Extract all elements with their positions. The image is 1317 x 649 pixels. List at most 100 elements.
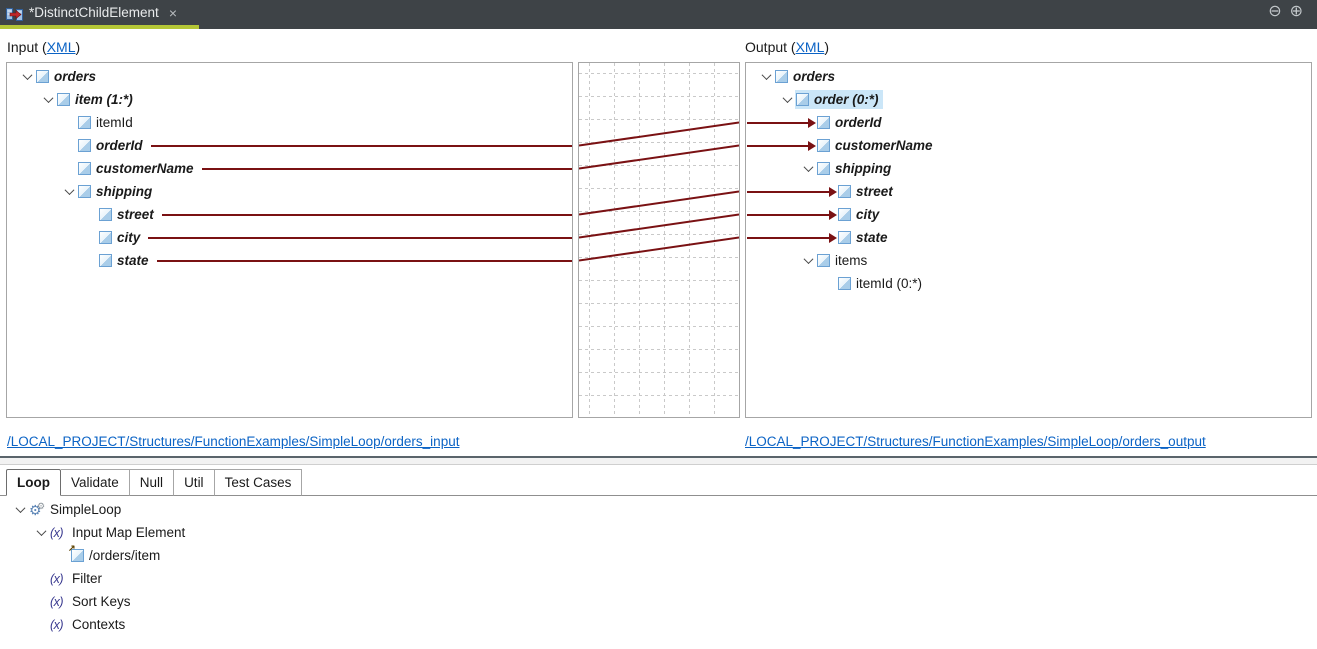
mapping-line[interactable] [156,259,572,262]
tree-item[interactable]: orders [7,65,572,88]
map-file-icon [6,8,23,21]
tree-item[interactable]: itemId (0:*) [746,272,1311,295]
tree-node-content[interactable]: itemId [77,113,137,132]
chevron-down-icon[interactable] [800,254,816,265]
tree-item[interactable]: shipping [746,157,1311,180]
tab-util[interactable]: Util [174,469,215,496]
tree-item[interactable]: street [746,180,1311,203]
tree-node-content[interactable]: street [837,182,897,201]
tree-node-content[interactable]: shipping [77,182,156,201]
mapping-arrow[interactable] [747,232,837,243]
tree-item-label: orderId [96,138,143,153]
output-pane-header: Output (XML) [745,39,829,55]
tree-item-label: street [117,207,154,222]
tree-item[interactable]: item (1:*) [7,88,572,111]
tree-item[interactable]: orderId [746,111,1311,134]
tree-node-content[interactable]: customerName [77,159,198,178]
active-tab-underline [0,25,199,29]
tree-node-content[interactable]: /orders/item [68,543,164,565]
tree-item[interactable]: state [7,249,572,272]
tree-item-label: customerName [835,138,933,153]
tree-node-content[interactable]: orders [35,67,100,86]
tree-item[interactable]: shipping [7,180,572,203]
tree-item[interactable]: itemId [7,111,572,134]
tree-item-label: Contexts [72,617,126,632]
maximize-view-icon[interactable]: ⊕ [1289,3,1311,20]
element-icon [817,254,830,267]
tree-item[interactable]: items [746,249,1311,272]
tree-node-content[interactable]: shipping [816,159,895,178]
chevron-down-icon[interactable] [758,70,774,81]
editor-tab-distinctchildelement[interactable]: *DistinctChildElement × [0,0,199,29]
mapping-arrow[interactable] [747,209,837,220]
element-icon [838,231,851,244]
tree-node-content[interactable]: state [98,251,153,270]
chevron-down-icon[interactable] [40,93,56,104]
tab-null[interactable]: Null [129,469,175,496]
mapping-arrow[interactable] [747,117,816,128]
gears-icon: ⚙ [29,499,47,517]
tree-node-content[interactable]: orderId [77,136,147,155]
minimize-view-icon[interactable]: ⊖ [1268,3,1290,20]
tree-item[interactable]: city [746,203,1311,226]
tree-node-content[interactable]: street [98,205,158,224]
tab-validate[interactable]: Validate [61,469,130,496]
mapping-editor: orders item (1:*) itemId orderId customerNam… [0,62,1317,418]
tree-node-content[interactable]: item (1:*) [56,90,137,109]
input-structure-link[interactable]: /LOCAL_PROJECT/Structures/FunctionExampl… [7,434,460,449]
output-xml-link[interactable]: XML [795,39,825,55]
tree-item[interactable]: orderId [7,134,572,157]
mapping-line[interactable] [201,167,572,170]
tree-node-content[interactable]: city [98,228,144,247]
tree-item[interactable]: (x)Filter [0,567,1317,590]
chevron-down-icon[interactable] [61,185,77,196]
chevron-down-icon[interactable] [33,526,49,537]
mapping-arrow[interactable] [747,186,837,197]
tab-loop[interactable]: Loop [6,469,61,496]
mapping-line[interactable] [150,144,572,147]
tree-item[interactable]: orders [746,65,1311,88]
chevron-down-icon[interactable] [779,93,795,104]
tree-item-label: SimpleLoop [50,502,122,517]
mapping-canvas[interactable] [578,62,740,418]
tree-node-content[interactable]: (x)Contexts [49,615,129,634]
tree-item[interactable]: customerName [7,157,572,180]
function-icon: (x) [50,525,64,540]
tree-item[interactable]: (x)Contexts [0,613,1317,636]
chevron-down-icon[interactable] [800,162,816,173]
mapping-line[interactable] [148,236,572,239]
tree-node-content[interactable]: orderId [816,113,886,132]
tree-node-content[interactable]: (x)Input Map Element [49,523,189,542]
tree-node-content[interactable]: customerName [816,136,937,155]
element-icon [99,254,112,267]
tree-node-content[interactable]: itemId (0:*) [837,274,926,293]
tree-node-content[interactable]: orders [774,67,839,86]
mapping-arrow[interactable] [747,140,816,151]
tree-node-content[interactable]: (x)Sort Keys [49,592,135,611]
tree-item[interactable]: order (0:*) [746,88,1311,111]
tree-item[interactable]: customerName [746,134,1311,157]
chevron-down-icon[interactable] [12,503,28,514]
tree-item[interactable]: ⚙SimpleLoop [0,498,1317,521]
element-icon [57,93,70,106]
mapping-line[interactable] [161,213,572,216]
tree-item[interactable]: (x)Sort Keys [0,590,1317,613]
tree-node-content[interactable]: items [816,251,871,270]
horizontal-sash[interactable] [0,456,1317,465]
tree-item-label: street [856,184,893,199]
tree-item[interactable]: street [7,203,572,226]
tree-node-content[interactable]: city [837,205,883,224]
tab-test-cases[interactable]: Test Cases [214,469,303,496]
tree-node-content[interactable]: ⚙SimpleLoop [28,499,125,519]
chevron-down-icon[interactable] [19,70,35,81]
tree-item[interactable]: /orders/item [0,543,1317,567]
tree-item[interactable]: state [746,226,1311,249]
selected-tree-node[interactable]: order (0:*) [795,90,883,109]
output-structure-link[interactable]: /LOCAL_PROJECT/Structures/FunctionExampl… [745,434,1206,449]
tree-item[interactable]: (x)Input Map Element [0,521,1317,544]
input-xml-link[interactable]: XML [46,39,76,55]
tree-item[interactable]: city [7,226,572,249]
close-icon[interactable]: × [168,4,177,21]
tree-node-content[interactable]: state [837,228,892,247]
tree-node-content[interactable]: (x)Filter [49,569,106,588]
